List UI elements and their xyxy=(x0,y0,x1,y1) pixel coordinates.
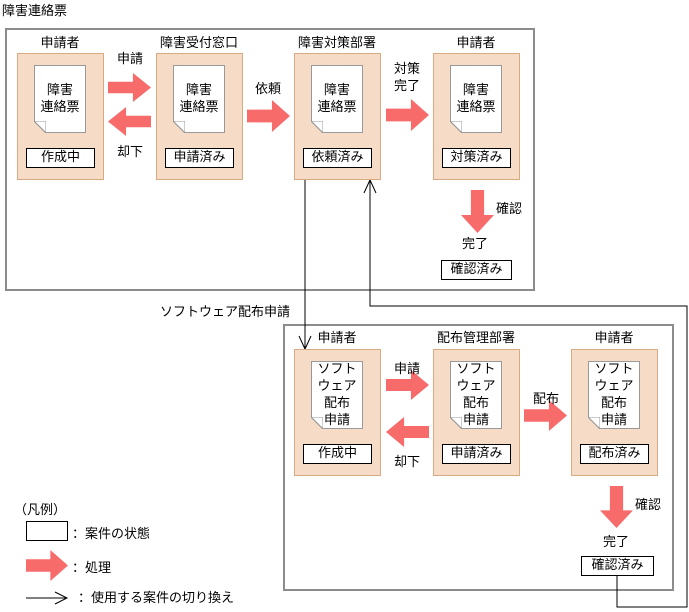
document-text: 連絡票 xyxy=(317,100,357,115)
legend-status-box xyxy=(26,521,68,541)
status-box-confirmed: 確認済み xyxy=(441,260,512,280)
document-text: 配布 xyxy=(323,396,350,411)
column-heading: 配布管理部署 xyxy=(436,331,515,346)
page-fold-icon xyxy=(450,417,462,429)
document-text: ソフト xyxy=(317,362,357,377)
status-box: 申請済み xyxy=(442,444,511,464)
column-software: ソフトウェア配布申請配布済み xyxy=(571,349,658,476)
column-incident: 障害連絡票申請済み xyxy=(156,53,243,180)
document-text: ウェア xyxy=(317,379,357,394)
document-icon: 障害連絡票 xyxy=(311,65,363,133)
legend-title: （凡例） xyxy=(14,503,67,518)
reject-arrow-icon xyxy=(108,107,151,136)
document-text: ウェア xyxy=(456,379,496,394)
arrowhead-icon xyxy=(54,591,69,605)
status-box: 配布済み xyxy=(580,444,649,464)
status-box: 作成中 xyxy=(303,444,372,464)
document-text: 障害 xyxy=(46,83,73,98)
column-incident: 障害連絡票作成中 xyxy=(17,53,104,180)
request-arrow-icon xyxy=(247,100,290,132)
label-apply: 申請 xyxy=(116,52,143,67)
label-confirm: 確認 xyxy=(634,498,661,513)
document-icon: ソフトウェア配布申請 xyxy=(450,361,502,429)
label-complete: 完了 xyxy=(393,79,420,94)
column-heading: 申請者 xyxy=(317,331,357,346)
page-fold-icon xyxy=(311,121,323,133)
legend-switch-label: ：使用する案件の切り換え xyxy=(78,591,235,606)
document-text: ソフト xyxy=(456,362,496,377)
document-text: 申請 xyxy=(323,413,350,428)
status-box-confirmed: 確認済み xyxy=(581,556,654,576)
document-icon: ソフトウェア配布申請 xyxy=(311,361,363,429)
column-heading: 障害受付窓口 xyxy=(159,36,238,51)
column-heading: 申請者 xyxy=(40,36,80,51)
incident-frame xyxy=(5,28,535,291)
complete-arrow-icon xyxy=(386,99,429,131)
label-final: 完了 xyxy=(461,237,488,252)
label-reject: 却下 xyxy=(393,455,420,470)
document-text: 申請 xyxy=(462,413,489,428)
column-software: ソフトウェア配布申請申請済み xyxy=(433,349,520,476)
legend-process-label: ：処理 xyxy=(72,561,112,576)
label-distribute: 配布 xyxy=(532,392,559,407)
legend-process-arrow-icon xyxy=(26,550,68,581)
page-fold-icon xyxy=(450,121,462,133)
diagram-title: 障害連絡票 xyxy=(2,4,68,19)
document-text: 配布 xyxy=(600,396,627,411)
label-confirm: 確認 xyxy=(495,202,522,217)
label-apply: 申請 xyxy=(393,362,420,377)
confirm-arrow-icon xyxy=(461,190,494,233)
apply-arrow-icon xyxy=(108,73,151,102)
column-heading: 申請者 xyxy=(594,331,634,346)
document-text: 連絡票 xyxy=(179,100,219,115)
legend-status-label: ：案件の状態 xyxy=(72,527,151,542)
status-box: 依頼済み xyxy=(303,148,372,168)
page-fold-icon xyxy=(173,121,185,133)
reject-arrow-icon xyxy=(386,417,429,447)
column-incident: 障害連絡票依頼済み xyxy=(294,53,381,180)
status-box: 作成中 xyxy=(26,148,95,168)
document-text: 連絡票 xyxy=(456,100,496,115)
column-incident: 障害連絡票対策済み xyxy=(433,53,520,180)
software-frame xyxy=(283,324,674,591)
document-text: 障害 xyxy=(462,83,489,98)
confirm-arrow-icon xyxy=(600,486,633,528)
document-text: 障害 xyxy=(323,83,350,98)
label-request: 依頼 xyxy=(254,82,281,97)
page-fold-icon xyxy=(34,121,46,133)
document-text: 配布 xyxy=(462,396,489,411)
distribute-arrow-icon xyxy=(524,400,567,431)
column-heading: 申請者 xyxy=(456,36,496,51)
label-reject: 却下 xyxy=(116,145,143,160)
switch-label: ソフトウェア配布申請 xyxy=(160,305,291,320)
page-fold-icon xyxy=(311,417,323,429)
document-text: ウェア xyxy=(594,379,634,394)
status-box: 申請済み xyxy=(165,148,234,168)
page-fold-icon xyxy=(588,417,600,429)
column-software: ソフトウェア配布申請作成中 xyxy=(294,349,381,476)
document-text: ソフト xyxy=(594,362,634,377)
arrowhead-icon xyxy=(363,178,377,194)
document-text: 申請 xyxy=(600,413,627,428)
label-final: 完了 xyxy=(602,535,629,550)
document-text: 障害 xyxy=(185,83,212,98)
status-box: 対策済み xyxy=(442,148,511,168)
label-countermeasure: 対策 xyxy=(393,62,420,77)
apply-arrow-icon xyxy=(386,370,429,400)
switch-back-line xyxy=(369,180,688,608)
document-text: 連絡票 xyxy=(40,100,80,115)
column-heading: 障害対策部署 xyxy=(297,36,376,51)
